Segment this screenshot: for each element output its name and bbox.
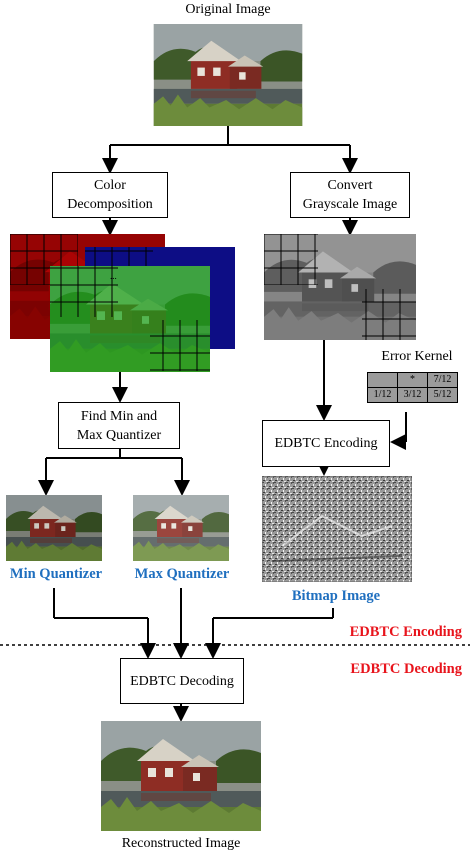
edbtc-encoding-box: EDBTC Encoding [262,420,390,467]
svg-text:...: ... [110,271,117,281]
kernel-cell: 3/12 [397,387,428,403]
error-kernel-label: Error Kernel [381,349,453,364]
edbtc-decoding-box: EDBTC Decoding [120,658,244,704]
find-quantizer-line1: Find Min and [80,408,158,424]
find-quantizer-line2: Max Quantizer [76,427,162,443]
edbtc-decoding-box-label: EDBTC Decoding [130,673,234,689]
bitmap-image [262,476,412,582]
bitmap-image-label: Bitmap Image [291,588,381,604]
edbtc-encoding-box-label: EDBTC Encoding [274,436,378,451]
kernel-cell: * [397,372,428,388]
error-kernel-table: * 7/12 1/12 3/12 5/12 [367,372,458,403]
max-quantizer-label: Max Quantizer [134,566,230,582]
min-quantizer-image [6,495,102,561]
edbtc-decoding-stage-label: EDBTC Decoding [350,661,462,677]
kernel-cell [367,372,398,388]
grayscale-image [264,234,416,340]
reconstructed-image-label: Reconstructed Image [121,836,241,851]
original-image [153,24,303,126]
max-quantizer-image [133,495,229,561]
green-channel-image: ... [50,266,210,372]
original-image-label: Original Image [185,2,271,17]
reconstructed-image [101,721,261,831]
color-decomposition-line2: Decomposition [67,197,153,212]
rgb-channel-stack: ... [10,234,235,372]
edbtc-encoding-stage-label: EDBTC Encoding [349,624,462,640]
color-decomposition-line1: Color [94,178,126,193]
min-quantizer-label: Min Quantizer [9,566,103,582]
convert-grayscale-line2: Grayscale Image [302,197,398,212]
kernel-cell: 1/12 [367,387,398,403]
kernel-cell: 7/12 [427,372,458,388]
kernel-cell: 5/12 [427,387,458,403]
convert-grayscale-line1: Convert [327,178,373,193]
